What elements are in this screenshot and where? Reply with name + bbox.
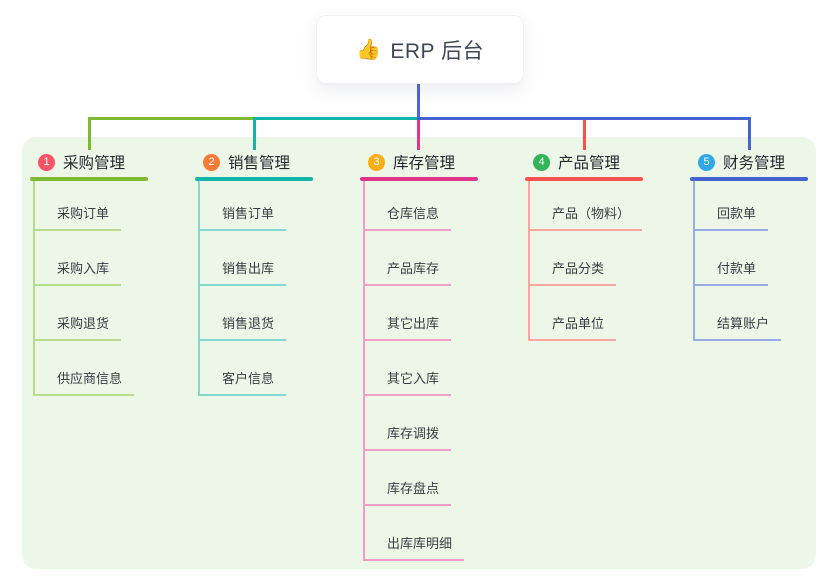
node-outbound-detail[interactable]: 出库库明细 xyxy=(363,535,465,561)
node-warehouse-info[interactable]: 仓库信息 xyxy=(363,205,452,231)
branch-underline xyxy=(525,177,643,181)
node-sales-outbound[interactable]: 销售出库 xyxy=(198,260,287,286)
branch-spine xyxy=(363,181,365,561)
node-sales-order[interactable]: 销售订单 xyxy=(198,205,287,231)
connector-drop-branch-1 xyxy=(88,117,91,150)
connector-rail-green xyxy=(88,117,253,120)
branch-title-purchase[interactable]: 1 采购管理 xyxy=(38,150,125,174)
node-purchase-order[interactable]: 采购订单 xyxy=(33,205,122,231)
node-label: 回款单 xyxy=(693,205,769,231)
branch-number-badge: 2 xyxy=(203,153,220,171)
node-label: 采购退货 xyxy=(33,315,122,341)
connector-drop-branch-2 xyxy=(253,117,256,150)
node-product-category[interactable]: 产品分类 xyxy=(528,260,617,286)
branch-underline xyxy=(360,177,478,181)
node-label: 销售退货 xyxy=(198,315,287,341)
branch-title-sales[interactable]: 2 销售管理 xyxy=(203,150,290,174)
node-label: 产品（物料） xyxy=(528,205,643,231)
node-settlement-account[interactable]: 结算账户 xyxy=(693,315,782,341)
node-label: 库存盘点 xyxy=(363,480,452,506)
node-label: 产品库存 xyxy=(363,260,452,286)
node-label: 出库库明细 xyxy=(363,535,465,561)
node-product-material[interactable]: 产品（物料） xyxy=(528,205,643,231)
branch-label: 销售管理 xyxy=(228,155,291,172)
node-purchase-return[interactable]: 采购退货 xyxy=(33,315,122,341)
root-node-erp[interactable]: 👍 ERP 后台 xyxy=(316,15,524,84)
branch-underline xyxy=(30,177,148,181)
root-connector-stub xyxy=(417,82,420,118)
node-label: 销售订单 xyxy=(198,205,287,231)
node-stock-transfer[interactable]: 库存调拨 xyxy=(363,425,452,451)
node-customer-info[interactable]: 客户信息 xyxy=(198,370,287,396)
connector-drop-branch-4 xyxy=(583,117,586,150)
branch-label: 财务管理 xyxy=(723,155,786,172)
node-label: 销售出库 xyxy=(198,260,287,286)
branch-title-finance[interactable]: 5 财务管理 xyxy=(698,150,785,174)
root-node-label: ERP 后台 xyxy=(390,39,485,63)
branch-title-inventory[interactable]: 3 库存管理 xyxy=(368,150,455,174)
connector-drop-branch-3 xyxy=(417,117,420,150)
node-label: 产品分类 xyxy=(528,260,617,286)
node-other-inbound[interactable]: 其它入库 xyxy=(363,370,452,396)
node-label: 采购订单 xyxy=(33,205,122,231)
node-label: 其它入库 xyxy=(363,370,452,396)
branch-spine xyxy=(528,181,530,341)
branch-spine xyxy=(198,181,200,396)
connector-drop-branch-5 xyxy=(748,117,751,150)
node-other-outbound[interactable]: 其它出库 xyxy=(363,315,452,341)
branch-underline xyxy=(690,177,808,181)
node-stock-count[interactable]: 库存盘点 xyxy=(363,480,452,506)
connector-rail-blue xyxy=(417,117,751,120)
node-sales-return[interactable]: 销售退货 xyxy=(198,315,287,341)
node-payment-bill[interactable]: 付款单 xyxy=(693,260,769,286)
branch-spine xyxy=(693,181,695,341)
node-purchase-inbound[interactable]: 采购入库 xyxy=(33,260,122,286)
branches-background-panel xyxy=(22,137,816,569)
branch-underline xyxy=(195,177,313,181)
branch-title-product[interactable]: 4 产品管理 xyxy=(533,150,620,174)
connector-rail-teal xyxy=(253,117,417,120)
node-label: 付款单 xyxy=(693,260,769,286)
node-label: 其它出库 xyxy=(363,315,452,341)
node-product-stock[interactable]: 产品库存 xyxy=(363,260,452,286)
node-label: 供应商信息 xyxy=(33,370,135,396)
node-label: 库存调拨 xyxy=(363,425,452,451)
branch-spine xyxy=(33,181,35,396)
branch-label: 产品管理 xyxy=(558,155,621,172)
branch-number-badge: 5 xyxy=(698,153,715,171)
node-label: 采购入库 xyxy=(33,260,122,286)
node-label: 仓库信息 xyxy=(363,205,452,231)
node-product-unit[interactable]: 产品单位 xyxy=(528,315,617,341)
branch-label: 采购管理 xyxy=(63,155,126,172)
node-supplier-info[interactable]: 供应商信息 xyxy=(33,370,135,396)
branch-number-badge: 1 xyxy=(38,153,55,171)
node-label: 结算账户 xyxy=(693,315,782,341)
thumbs-up-icon: 👍 xyxy=(355,39,382,61)
branch-number-badge: 3 xyxy=(368,153,385,171)
branch-label: 库存管理 xyxy=(393,155,456,172)
node-label: 客户信息 xyxy=(198,370,287,396)
branch-number-badge: 4 xyxy=(533,153,550,171)
node-receipt-bill[interactable]: 回款单 xyxy=(693,205,769,231)
node-label: 产品单位 xyxy=(528,315,617,341)
